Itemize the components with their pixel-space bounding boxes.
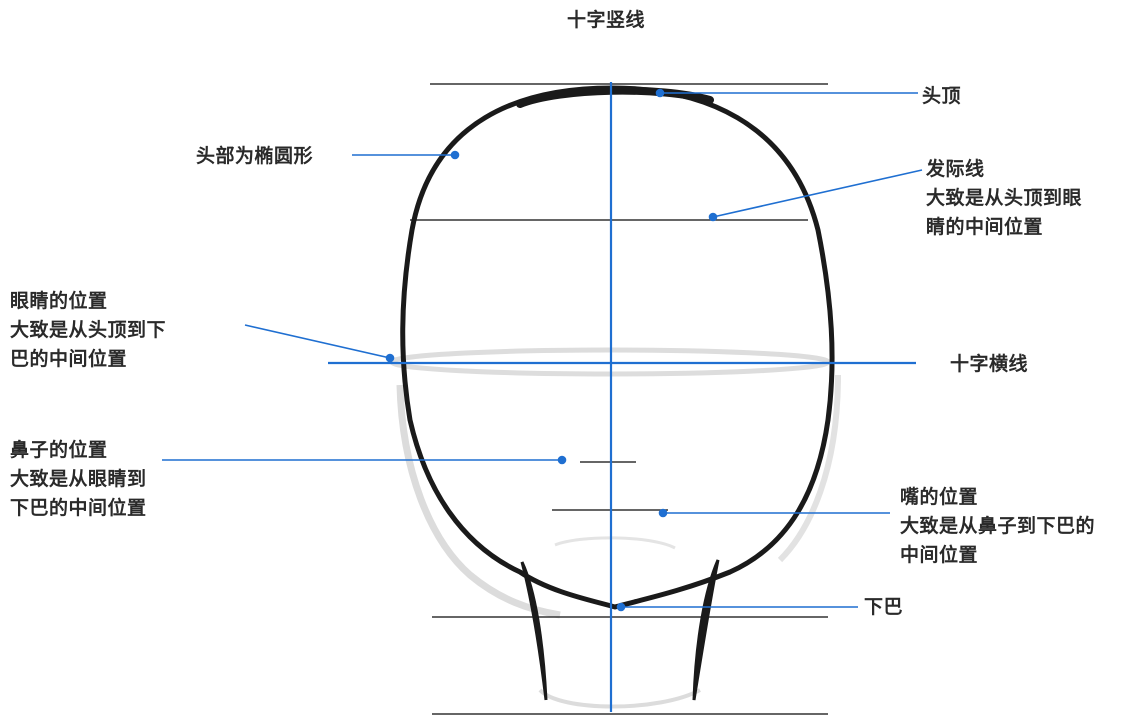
horizontal-cross-label: 十字横线 xyxy=(950,353,1029,375)
head-oval-label: 头部为椭圆形 xyxy=(196,145,314,167)
nose-label-line-3: 下巴的中间位置 xyxy=(10,497,147,519)
eyes-label-line-3: 巴的中间位置 xyxy=(10,348,128,370)
nose-dot xyxy=(557,455,567,465)
hairline-leader xyxy=(712,169,923,218)
hairline-label-line-2: 大致是从头顶到眼 xyxy=(926,187,1083,209)
hairline-label-line-3: 睛的中间位置 xyxy=(926,216,1044,238)
eyes-dot xyxy=(385,353,395,363)
mouth-label-line-1: 嘴的位置 xyxy=(900,486,979,508)
guide-lines xyxy=(410,83,828,715)
chin-label: 下巴 xyxy=(864,596,904,618)
top-of-head-label: 头顶 xyxy=(922,85,962,107)
vertical-cross-label: 十字竖线 xyxy=(567,9,646,31)
neck xyxy=(520,559,720,701)
nose-label-line-1: 鼻子的位置 xyxy=(10,439,108,461)
hairline-dot xyxy=(708,212,718,222)
mouth-label-line-3: 中间位置 xyxy=(900,544,979,566)
top-of-head-dot xyxy=(655,88,665,98)
eyes-leader xyxy=(244,324,391,359)
nose-label: 鼻子的位置 大致是从眼睛到 下巴的中间位置 xyxy=(10,436,147,523)
chin-dot xyxy=(616,602,626,612)
mouth-label-line-2: 大致是从鼻子到下巴的 xyxy=(900,515,1096,537)
hairline-label-line-1: 发际线 xyxy=(926,158,985,180)
nose-label-line-2: 大致是从眼睛到 xyxy=(10,468,147,490)
eyes-label-line-2: 大致是从头顶到下 xyxy=(10,319,167,341)
mouth-dot xyxy=(658,508,668,518)
eyes-label: 眼睛的位置 大致是从头顶到下 巴的中间位置 xyxy=(10,287,166,374)
head-oval-dot xyxy=(450,150,460,160)
head-outline xyxy=(400,85,835,610)
hairline-label: 发际线 大致是从头顶到眼 睛的中间位置 xyxy=(926,155,1082,242)
eyes-label-line-1: 眼睛的位置 xyxy=(10,290,108,312)
mouth-label: 嘴的位置 大致是从鼻子到下巴的 中间位置 xyxy=(900,483,1095,570)
